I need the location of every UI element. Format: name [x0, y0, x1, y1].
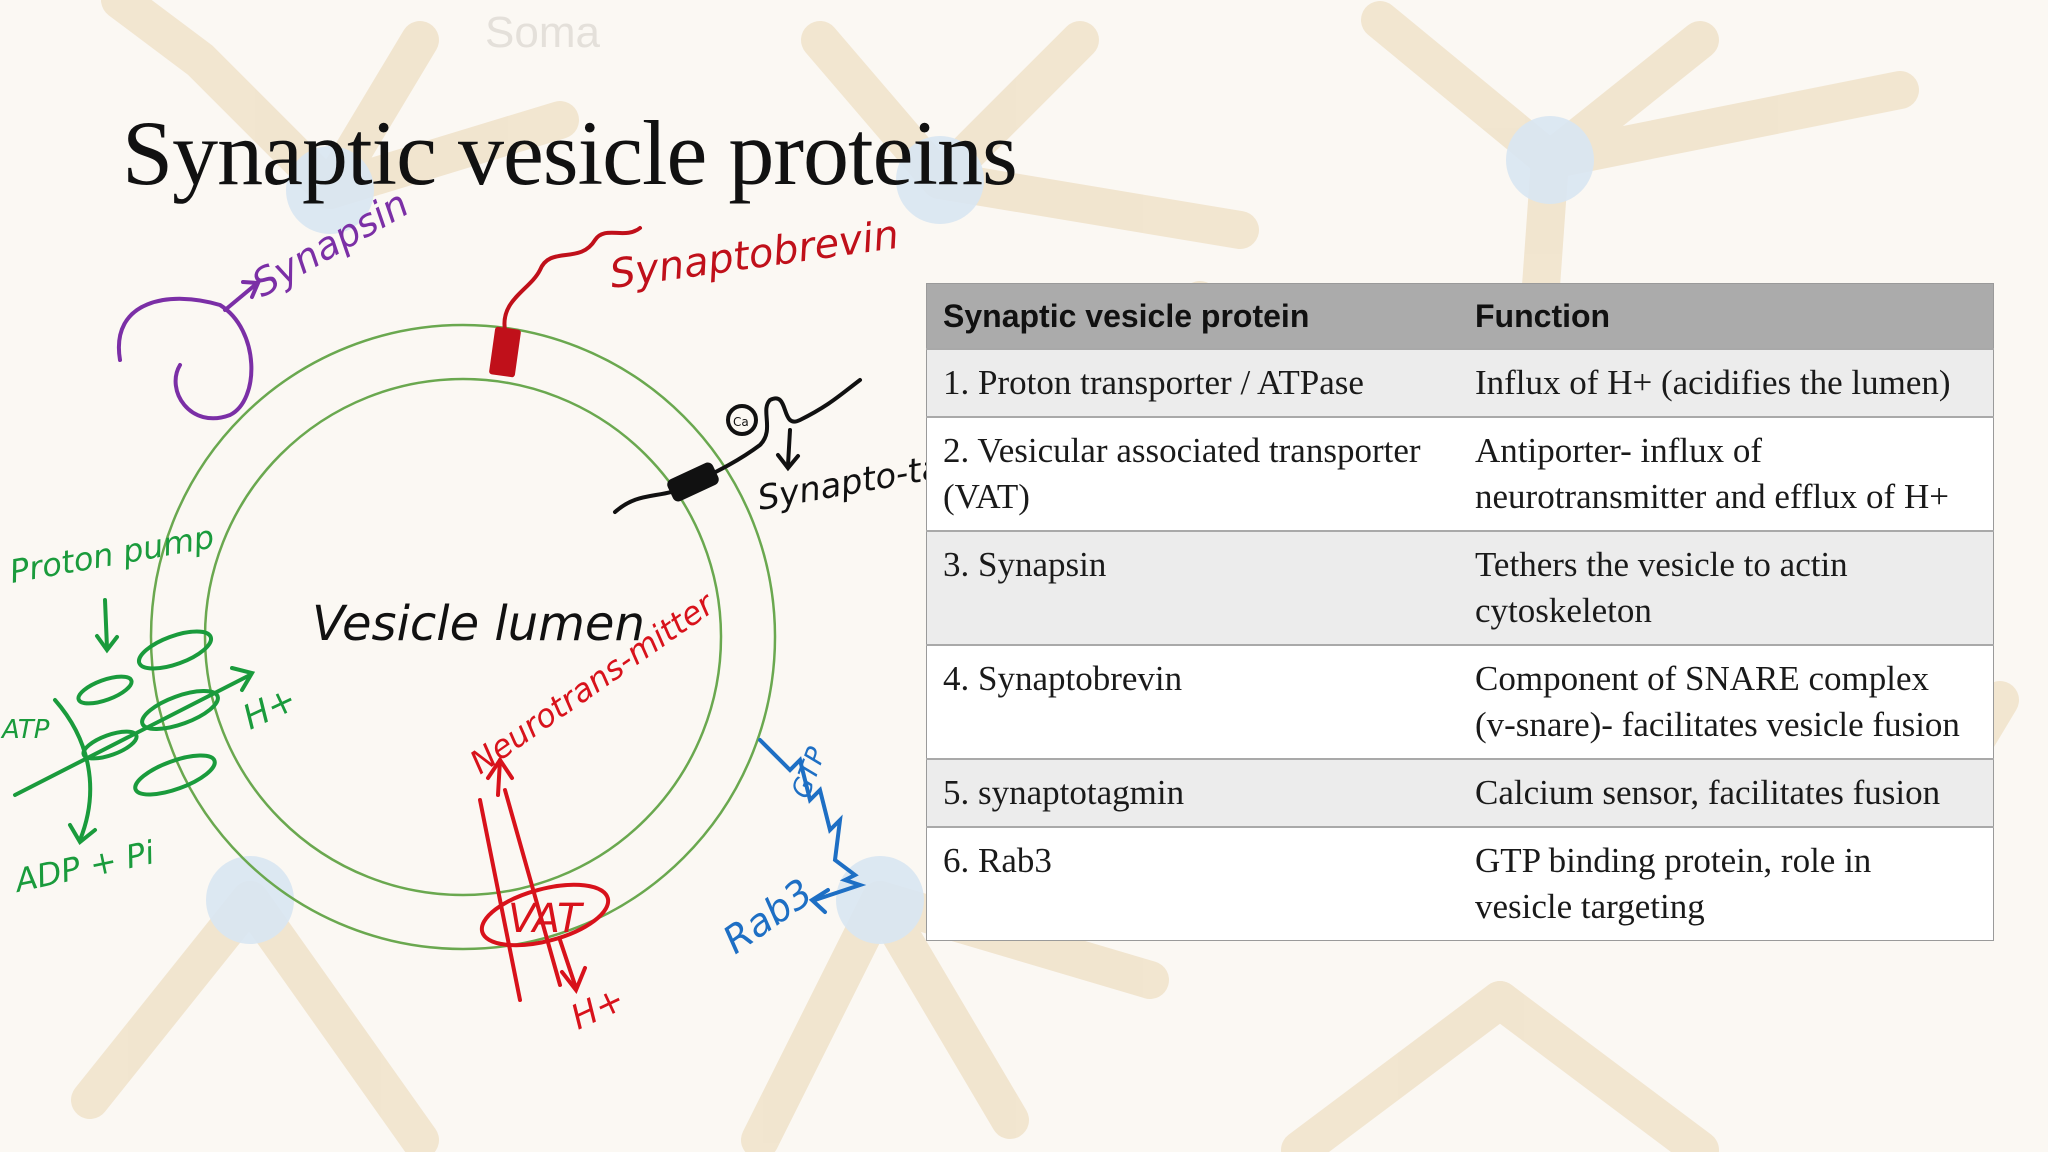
synaptobrevin-label: Synaptobrevin	[607, 212, 902, 298]
synapsin-drawing	[116, 280, 261, 421]
pump-h-plus-label: H+	[237, 679, 303, 738]
table-row: 6. Rab3 GTP binding protein, role in ves…	[926, 826, 1994, 941]
protein-cell: 3. Synapsin	[926, 530, 1459, 645]
proton-pump-drawing	[13, 598, 256, 846]
table-row: 4. Synaptobrevin Component of SNARE comp…	[926, 644, 1994, 759]
table-header-row: Synaptic vesicle protein Function	[926, 283, 1994, 349]
synapsin-label: Synapsin	[245, 181, 416, 305]
soma-nucleus-3	[1506, 116, 1594, 204]
header-protein: Synaptic vesicle protein	[926, 283, 1459, 349]
rab3-label: Rab3	[715, 870, 821, 962]
atp-label: ATP	[0, 715, 50, 745]
function-cell: Component of SNARE complex (v-snare)- fa…	[1459, 644, 1994, 759]
protein-cell: 4. Synaptobrevin	[926, 644, 1459, 759]
vesicle-inner-membrane	[203, 377, 723, 897]
table-row: 5. synaptotagmin Calcium sensor, facilit…	[926, 758, 1994, 827]
function-cell: GTP binding protein, role in vesicle tar…	[1459, 826, 1994, 941]
slide-title: Synaptic vesicle proteins	[122, 102, 1018, 204]
synaptobrevin-transmembrane	[489, 326, 521, 378]
soma-nucleus-1	[286, 146, 374, 234]
soma-nucleus-2	[896, 136, 984, 224]
table-row: 3. Synapsin Tethers the vesicle to actin…	[926, 530, 1994, 645]
protein-cell: 5. synaptotagmin	[926, 758, 1459, 827]
function-cell: Influx of H+ (acidifies the lumen)	[1459, 348, 1994, 417]
header-function: Function	[1459, 283, 1994, 349]
protein-cell: 6. Rab3	[926, 826, 1459, 941]
soma-nucleus-4	[206, 856, 294, 944]
protein-cell: 2. Vesicular associated transporter (VAT…	[926, 416, 1459, 531]
vesicle-lumen-label: Vesicle lumen	[312, 596, 645, 652]
vat-label: VAT	[508, 896, 585, 942]
table-row: 1. Proton transporter / ATPase Influx of…	[926, 348, 1994, 417]
background-soma-label: Soma	[485, 8, 600, 57]
vesicle-outer-membrane	[149, 323, 777, 951]
protein-function-table: Synaptic vesicle protein Function 1. Pro…	[926, 283, 1994, 941]
table-row: 2. Vesicular associated transporter (VAT…	[926, 416, 1994, 531]
protein-cell: 1. Proton transporter / ATPase	[926, 348, 1459, 417]
synaptobrevin-drawing	[502, 226, 642, 332]
soma-nucleus-5	[836, 856, 924, 944]
vat-drawing	[478, 756, 611, 1002]
synaptotagmin-transmembrane	[667, 462, 719, 502]
function-cell: Tethers the vesicle to actin cytoskeleto…	[1459, 530, 1994, 645]
gtp-label: GTP	[786, 743, 832, 802]
ca-label: Ca	[733, 415, 749, 429]
proton-pump-label: Proton pump	[7, 518, 217, 591]
function-cell: Antiporter- influx of neurotransmitter a…	[1459, 416, 1994, 531]
rab3-drawing	[758, 738, 867, 914]
function-cell: Calcium sensor, facilitates fusion	[1459, 758, 1994, 827]
adp-label: ADP + Pi	[10, 833, 158, 900]
